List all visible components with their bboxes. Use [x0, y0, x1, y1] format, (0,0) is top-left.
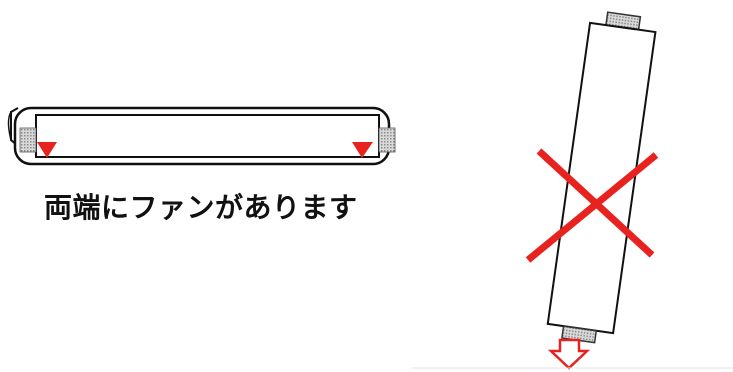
unit-inner-panel	[35, 114, 380, 158]
exhaust-arrow-icon	[547, 338, 591, 370]
fan-right	[378, 127, 396, 153]
fan-arrow-right-icon	[352, 142, 373, 158]
wrong-x-icon	[525, 148, 659, 263]
fan-arrow-left-icon	[37, 142, 57, 158]
fan-left	[19, 127, 37, 153]
fan-caption: 両端にファンがあります	[44, 191, 358, 224]
tilted-unit	[546, 11, 657, 344]
horizontal-unit	[7, 106, 396, 166]
